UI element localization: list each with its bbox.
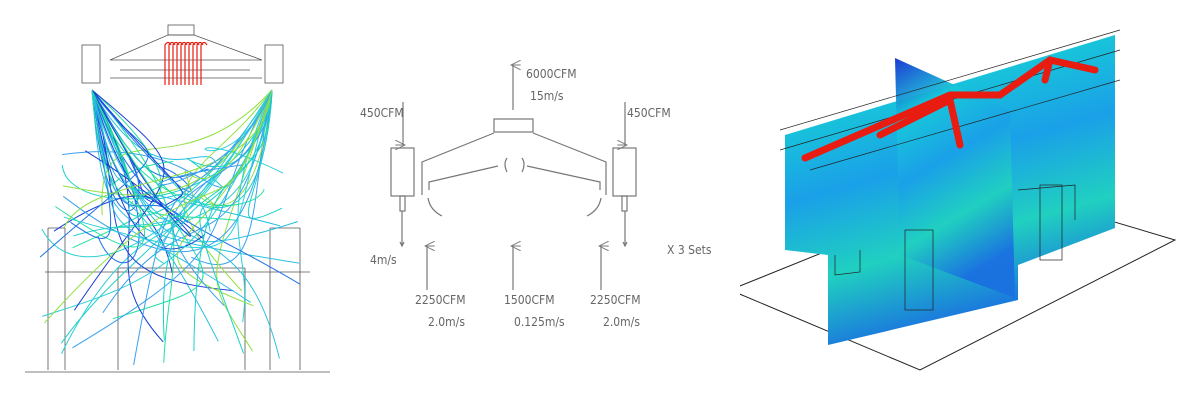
streamline <box>172 89 273 306</box>
streamline <box>91 89 211 232</box>
hood-outline <box>25 24 330 373</box>
streamline <box>63 89 273 249</box>
jet-velocity-label: 4m/s <box>370 253 397 267</box>
left-jet-arrow <box>399 211 405 248</box>
streamline-exhaust <box>172 41 180 85</box>
streamline <box>184 89 273 292</box>
streamline <box>193 89 273 352</box>
streamline <box>91 89 218 167</box>
streamline-exhaust <box>184 41 192 85</box>
exhaust-plume <box>801 56 1099 162</box>
streamline <box>91 89 183 206</box>
streamline <box>73 89 165 311</box>
supply-center-flow: 1500CFM <box>504 293 555 307</box>
left-side-unit <box>390 147 415 212</box>
streamline <box>91 89 251 303</box>
supply-right-velocity: 2.0m/s <box>603 315 640 329</box>
room-wireframe <box>779 29 1121 311</box>
streamline <box>91 89 166 198</box>
sets-label: X 3 Sets <box>667 243 712 257</box>
streamline-simulation <box>25 24 330 373</box>
streamline-exhaust <box>176 41 184 85</box>
streamline-exhaust <box>200 41 208 85</box>
streamline <box>44 89 273 324</box>
streamline <box>91 89 186 229</box>
streamline <box>61 89 273 354</box>
streamline <box>62 89 273 253</box>
cfd-3d-contour <box>740 29 1177 371</box>
streamline-exhaust <box>196 41 204 85</box>
streamline <box>72 89 273 349</box>
streamline <box>237 89 273 323</box>
streamline <box>91 89 280 227</box>
streamline <box>91 89 236 221</box>
supply-right-flow: 2250CFM <box>590 293 641 307</box>
left-inlet-flow-label: 450CFM <box>360 106 404 120</box>
streamline <box>70 89 112 240</box>
streamline <box>91 89 206 250</box>
streamline-exhaust <box>168 41 176 85</box>
streamline <box>53 89 155 232</box>
right-inlet-flow-label: 450CFM <box>627 106 671 120</box>
streamline <box>91 89 300 264</box>
streamline <box>91 89 175 363</box>
streamline <box>162 89 273 341</box>
streamline-exhaust <box>188 41 196 85</box>
streamline <box>216 89 273 352</box>
streamline <box>39 89 149 258</box>
streamline <box>60 89 273 344</box>
exhaust-flow-label: 6000CFM <box>526 67 577 81</box>
streamline <box>158 89 273 186</box>
hood <box>421 118 607 217</box>
streamline <box>91 89 209 178</box>
supply-left-flow: 2250CFM <box>415 293 466 307</box>
streamline <box>91 89 140 212</box>
supply-left-velocity: 2.0m/s <box>428 315 465 329</box>
exhaust-velocity-label: 15m/s <box>530 89 564 103</box>
supply-center-velocity: 0.125m/s <box>514 315 565 329</box>
streamline <box>91 89 191 192</box>
cross-section-plane <box>895 58 1015 298</box>
streamline-exhaust <box>192 41 200 85</box>
streamline <box>247 89 283 219</box>
streamline <box>72 89 162 249</box>
streamline <box>63 89 273 228</box>
streamline-exhaust <box>180 41 188 85</box>
right-jet-arrow <box>622 211 628 248</box>
streamline <box>84 89 191 237</box>
streamline <box>199 89 273 354</box>
right-side-unit <box>612 147 637 212</box>
airflow-schematic: 6000CFM 15m/s 450CFM 450CFM 4m/s 2250CFM… <box>360 0 712 329</box>
streamline <box>55 89 145 248</box>
streamline <box>91 89 234 292</box>
streamline-exhaust <box>164 41 172 85</box>
streamline <box>91 89 299 243</box>
streamline <box>91 89 164 343</box>
streamline <box>154 89 273 265</box>
streamlines <box>39 41 300 366</box>
